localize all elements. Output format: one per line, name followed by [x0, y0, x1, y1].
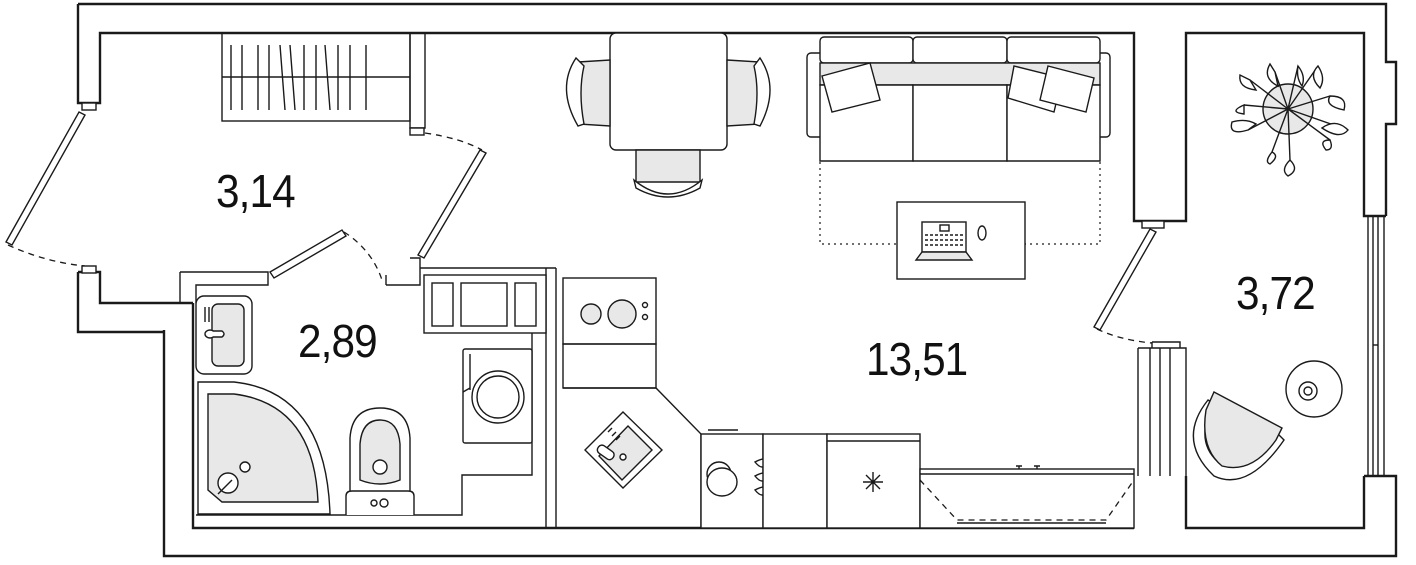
- dining-chair-left: [565, 56, 611, 127]
- door-hallway-to-living: [409, 127, 487, 259]
- shelf-unit: [423, 274, 547, 334]
- window-balcony: [1367, 216, 1385, 476]
- washing-machine: [462, 348, 533, 444]
- laptop-icon: [914, 221, 974, 261]
- dining-table: [609, 32, 728, 151]
- hob: [562, 277, 657, 389]
- sink: [563, 387, 702, 529]
- washbasin: [195, 295, 253, 375]
- oven: [700, 429, 768, 529]
- mouse-icon: [977, 225, 987, 241]
- toilet: [345, 407, 415, 515]
- door-balcony: [1093, 220, 1165, 344]
- room-area-living-kitchen: 13,51: [866, 333, 968, 385]
- room-area-hallway: 3,14: [216, 165, 296, 217]
- door-entrance: [5, 102, 97, 274]
- cushion-left: [821, 62, 881, 113]
- dining-chair-bottom: [632, 149, 704, 198]
- plant: [1230, 62, 1349, 177]
- room-area-bathroom: 2,89: [298, 315, 378, 367]
- cabinet: [762, 433, 828, 529]
- cushion-right: [1007, 65, 1095, 113]
- dining-chair-right: [726, 56, 771, 127]
- armchair: [1192, 391, 1285, 481]
- shower-tray: [197, 381, 331, 515]
- dishwasher-unit: [919, 465, 1135, 529]
- door-bathroom: [269, 229, 383, 281]
- side-table: [1285, 360, 1343, 418]
- fridge: [826, 433, 921, 529]
- room-area-balcony: 3,72: [1236, 267, 1316, 319]
- rug: [819, 162, 1101, 245]
- wardrobe: [221, 32, 411, 122]
